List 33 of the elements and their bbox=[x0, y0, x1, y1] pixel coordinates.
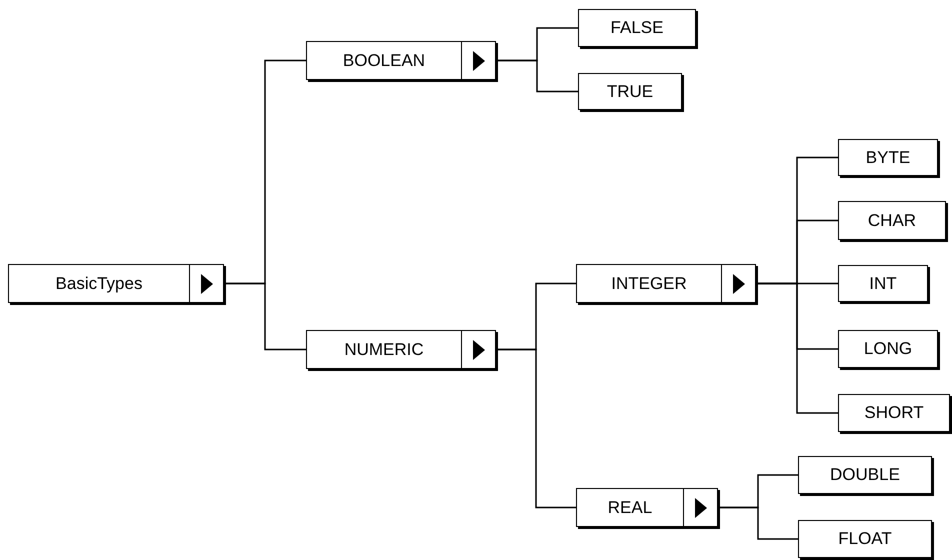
connector-line bbox=[496, 60, 578, 92]
type-box bbox=[838, 201, 946, 240]
type-box bbox=[578, 73, 682, 110]
connector-line bbox=[718, 506, 798, 540]
expandable-type-box bbox=[8, 264, 224, 303]
expandable-type-box bbox=[306, 330, 496, 369]
connector-line bbox=[496, 348, 576, 508]
expandable-type-box bbox=[576, 488, 718, 527]
type-name: INT bbox=[868, 274, 898, 294]
type-box bbox=[578, 9, 696, 47]
type-name: BYTE bbox=[864, 148, 912, 168]
type-box bbox=[838, 265, 928, 302]
type-name: FALSE bbox=[610, 18, 664, 38]
type-name: BasicTypes bbox=[54, 274, 144, 294]
type-box bbox=[798, 456, 932, 494]
type-name: FLOAT bbox=[837, 529, 893, 549]
type-name: DOUBLE bbox=[829, 465, 901, 485]
type-box bbox=[838, 330, 938, 368]
type-name: CHAR bbox=[866, 210, 918, 230]
type-box bbox=[838, 394, 950, 432]
type-name: INTEGER bbox=[610, 274, 688, 294]
type-box bbox=[798, 520, 932, 558]
connector-line bbox=[224, 282, 306, 350]
type-box bbox=[838, 139, 938, 176]
expandable-type-box bbox=[306, 41, 496, 80]
type-name: SHORT bbox=[863, 403, 925, 423]
type-name: TRUE bbox=[606, 82, 654, 102]
type-name: BOOLEAN bbox=[342, 50, 426, 70]
expandable-type-box bbox=[576, 264, 756, 303]
type-name: REAL bbox=[606, 498, 654, 518]
connector-line bbox=[756, 282, 838, 414]
type-name: LONG bbox=[862, 339, 914, 359]
type-name: NUMERIC bbox=[343, 340, 425, 360]
